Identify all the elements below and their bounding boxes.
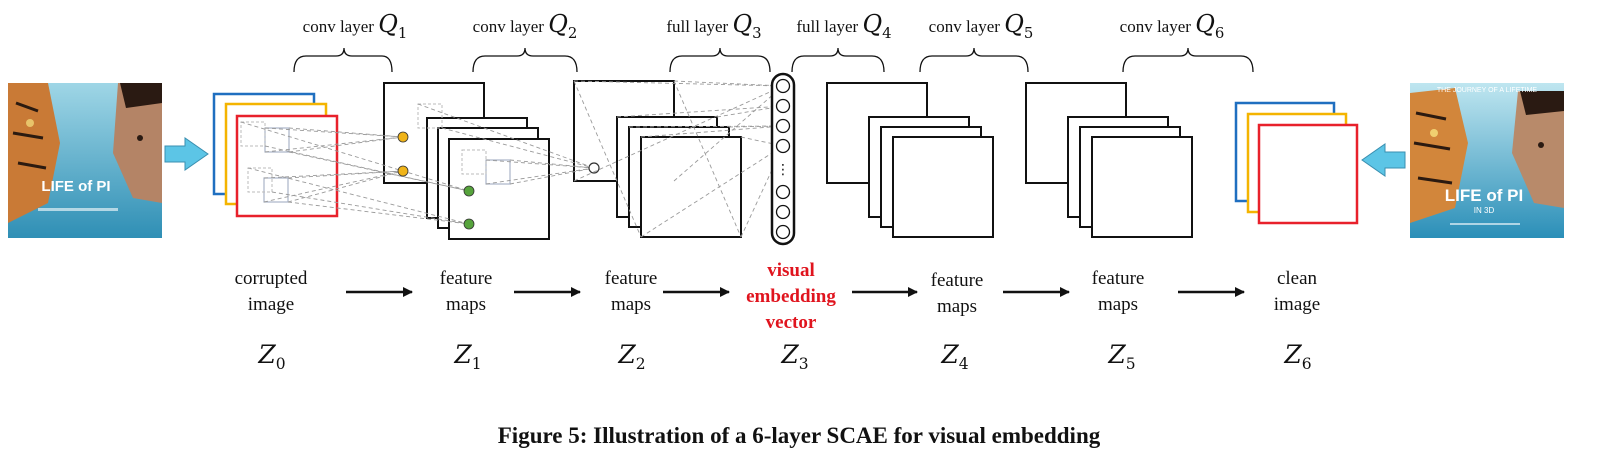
clean-poster-title: LIFE of PI [1445, 186, 1523, 205]
z1-z2-connections [417, 103, 595, 185]
layer-kind: conv layer [472, 17, 544, 36]
brace-q2 [472, 47, 578, 73]
embedding-ellipsis: ⋮ [776, 162, 790, 178]
z-symbol-3: Z3 [781, 340, 809, 373]
brace-q3 [669, 47, 771, 73]
stage-line: maps [1097, 294, 1139, 315]
layer-label-q6: conv layer Q6 [1117, 10, 1227, 42]
stage-label-z6: clean image [1232, 266, 1362, 318]
z4-feature-maps [826, 82, 994, 238]
layer-braces [293, 47, 1254, 73]
stage-line: corrupted [234, 268, 308, 289]
brace-q4 [791, 47, 885, 73]
z-symbol-1: Z1 [454, 340, 482, 373]
stage-label-z3: visual embedding vector [726, 258, 856, 336]
layer-symbol: Q4 [862, 10, 892, 42]
z-symbol-6: Z6 [1284, 340, 1312, 373]
stage-line: image [1273, 294, 1321, 315]
embedding-vector: ⋮ [770, 72, 796, 246]
input-image-channels [212, 92, 339, 218]
output-image-channels [1234, 101, 1359, 225]
stage-line: maps [936, 296, 978, 317]
input-channel-red [235, 114, 339, 218]
stage-line: feature [439, 268, 493, 289]
green-unit [463, 185, 475, 197]
z0-z1-connections [240, 121, 470, 225]
receptive-field-2 [263, 177, 289, 203]
layer-symbol: Q2 [548, 10, 578, 42]
orange-unit [397, 165, 409, 177]
layer-kind: full layer [666, 17, 729, 36]
input-arrow [164, 137, 209, 171]
stage-line: clean [1276, 268, 1318, 289]
layer-label-q5: conv layer Q5 [926, 10, 1036, 42]
stage-line: feature [1091, 268, 1145, 289]
corrupted-poster-art: LIFE of PI [8, 83, 162, 238]
stage-line: image [247, 294, 295, 315]
stage-label-z1: feature maps [401, 266, 531, 318]
clean-poster-art: THE JOURNEY OF A LIFETIME LIFE of PI IN … [1410, 83, 1564, 238]
stage-label-z2: feature maps [566, 266, 696, 318]
z-symbol-2: Z2 [618, 340, 646, 373]
layer-symbol: Q5 [1004, 10, 1034, 42]
stage-line: feature [930, 270, 984, 291]
z-symbol-4: Z4 [941, 340, 969, 373]
stage-label-z5: feature maps [1053, 266, 1183, 318]
output-arrow [1361, 143, 1406, 177]
clean-poster-tagline: THE JOURNEY OF A LIFETIME [1437, 87, 1538, 94]
layer-kind: conv layer [1119, 17, 1191, 36]
stage-line: visual [767, 260, 815, 281]
stage-label-z0: corrupted image [206, 266, 336, 318]
corrupted-poster-image: LIFE of PI [8, 83, 162, 238]
layer-symbol: Q1 [378, 10, 408, 42]
clean-poster-format: IN 3D [1474, 206, 1495, 215]
z2-z3-connections [573, 80, 784, 238]
layer-kind: full layer [796, 17, 859, 36]
corrupted-poster-title: LIFE of PI [41, 178, 110, 195]
stage-line: feature [604, 268, 658, 289]
layer-symbol: Q6 [1195, 10, 1225, 42]
stage-line: maps [445, 294, 487, 315]
stage-line: vector [765, 312, 817, 333]
z-symbol-5: Z5 [1108, 340, 1136, 373]
figure-caption: Figure 5: Illustration of a 6-layer SCAE… [497, 423, 1101, 448]
stage-line: embedding [746, 286, 836, 307]
z-symbol-0: Z0 [258, 340, 286, 373]
brace-q1 [293, 47, 393, 73]
brace-q6 [1122, 47, 1254, 73]
green-unit [463, 218, 475, 230]
z2-feature-maps [573, 80, 742, 238]
layer-label-q3: full layer Q3 [662, 10, 766, 42]
z5-feature-maps [1025, 82, 1193, 238]
layer-kind: conv layer [928, 17, 1000, 36]
layer-label-q2: conv layer Q2 [470, 10, 580, 42]
stage-line: maps [610, 294, 652, 315]
orange-unit [397, 131, 409, 143]
brace-q5 [919, 47, 1029, 73]
clean-poster-image: THE JOURNEY OF A LIFETIME LIFE of PI IN … [1410, 83, 1564, 238]
output-channel-red [1257, 123, 1359, 225]
layer-label-q4: full layer Q4 [792, 10, 896, 42]
stage-label-z4: feature maps [892, 268, 1022, 320]
layer-label-q1: conv layer Q1 [300, 10, 410, 42]
layer-kind: conv layer [302, 17, 374, 36]
layer-symbol: Q3 [732, 10, 762, 42]
